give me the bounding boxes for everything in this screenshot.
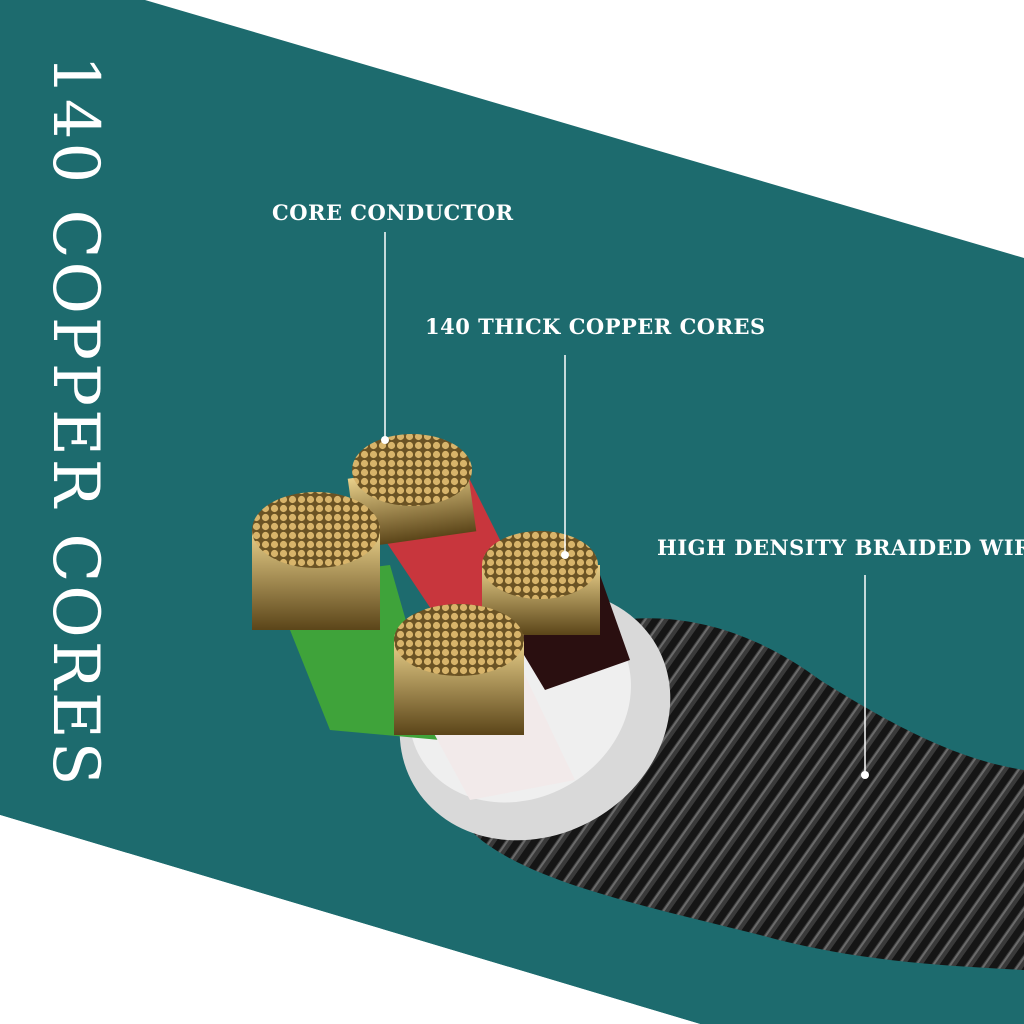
label-thick-copper-cores: 140 THICK COPPER CORES — [425, 314, 766, 339]
label-braided-wire: HIGH DENSITY BRAIDED WIRE — [657, 535, 1024, 560]
vertical-title: 140 COPPER CORES — [38, 55, 112, 789]
copper-core-red — [347, 434, 477, 549]
copper-core-green — [252, 492, 380, 630]
pointer-lines — [384, 232, 866, 775]
label-core-conductor: CORE CONDUCTOR — [272, 200, 514, 225]
copper-core-white — [394, 604, 524, 735]
